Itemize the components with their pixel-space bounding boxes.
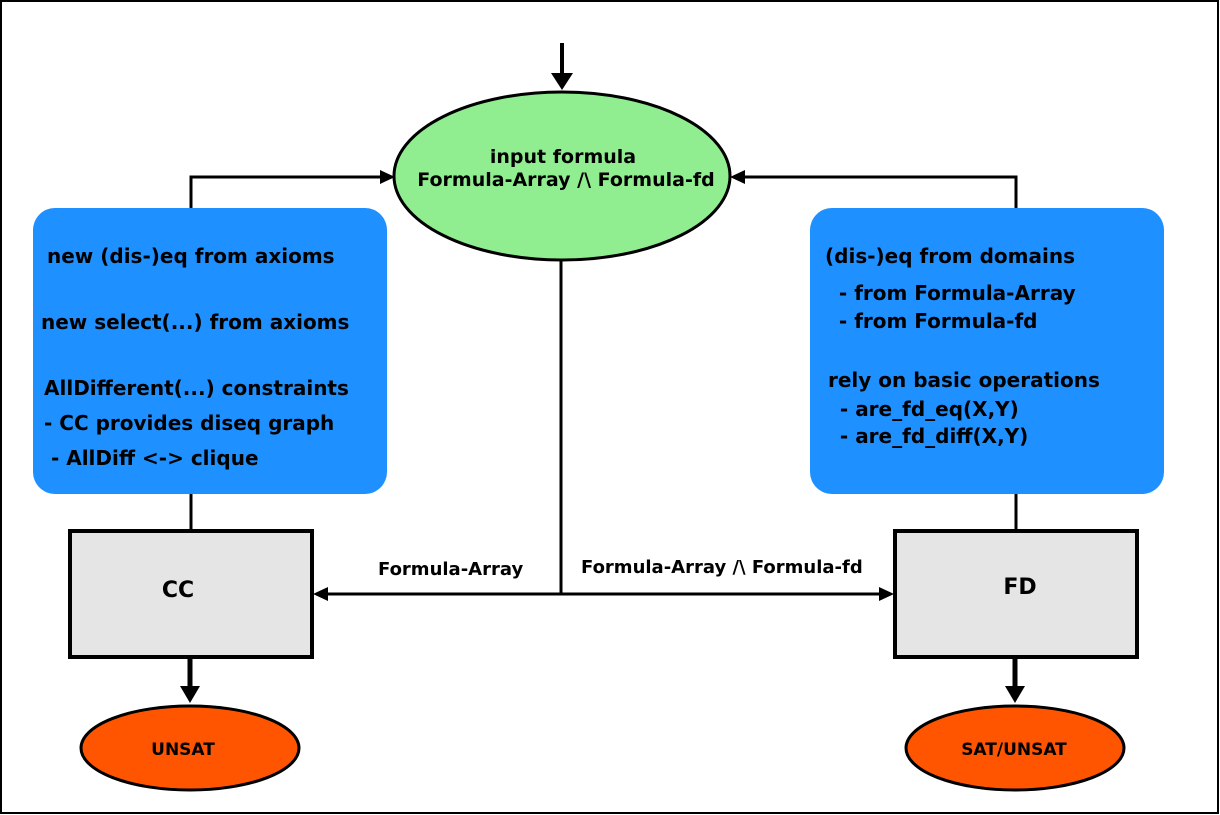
input-node-title: input formula [490,146,636,168]
input-node-formula: Formula-Array /\ Formula-fd [417,169,714,191]
input-node-shape [392,90,732,262]
fd-box-label: FD [1003,575,1036,600]
edge-label-to-fd: Formula-Array /\ Formula-fd [581,557,863,578]
cc-result-shape [79,704,301,792]
cc-box-label: CC [162,578,194,603]
right-info-line: - are_fd_diff(X,Y) [826,424,1028,448]
left-info-box: new (dis-)eq from axioms new select(...)… [33,208,387,494]
left-info-line: new select(...) from axioms [41,310,349,334]
cc-box-shape [68,529,314,659]
left-info-line: AllDifferent(...) constraints [44,376,349,400]
cc-result-label: UNSAT [151,740,215,760]
left-info-line: new (dis-)eq from axioms [47,244,335,268]
cc-result-node: UNSAT [79,704,301,792]
right-info-box: (dis-)eq from domains - from Formula-Arr… [810,208,1164,494]
right-info-line: - are_fd_eq(X,Y) [826,397,1019,421]
fd-result-node: SAT/UNSAT [904,704,1126,792]
fd-box: FD [893,529,1139,659]
right-info-line: - from Formula-Array [825,281,1076,305]
to-fd-arrowhead [879,587,894,601]
left-feedback-arrowhead [380,170,395,184]
right-info-line: rely on basic operations [828,368,1100,392]
left-info-line: - CC provides diseq graph [44,411,334,435]
right-info-line: (dis-)eq from domains [825,244,1075,268]
fd-box-shape [893,529,1139,659]
cc-box: CC [68,529,314,659]
fd-to-result-arrowhead [1005,686,1025,703]
fd-result-label: SAT/UNSAT [961,740,1067,760]
right-info-line: - from Formula-fd [825,309,1038,333]
fd-result-shape [904,704,1126,792]
left-info-box-shape [33,208,387,494]
right-feedback-arrowhead [730,170,745,184]
right-info-box-shape [810,208,1164,494]
cc-to-result-arrowhead [180,686,200,703]
edge-label-to-cc: Formula-Array [378,559,523,580]
entry-arrow-head [551,73,573,90]
left-info-line: - AllDiff <-> clique [44,446,259,470]
to-cc-arrowhead [313,587,328,601]
input-node: input formula Formula-Array /\ Formula-f… [392,90,732,262]
